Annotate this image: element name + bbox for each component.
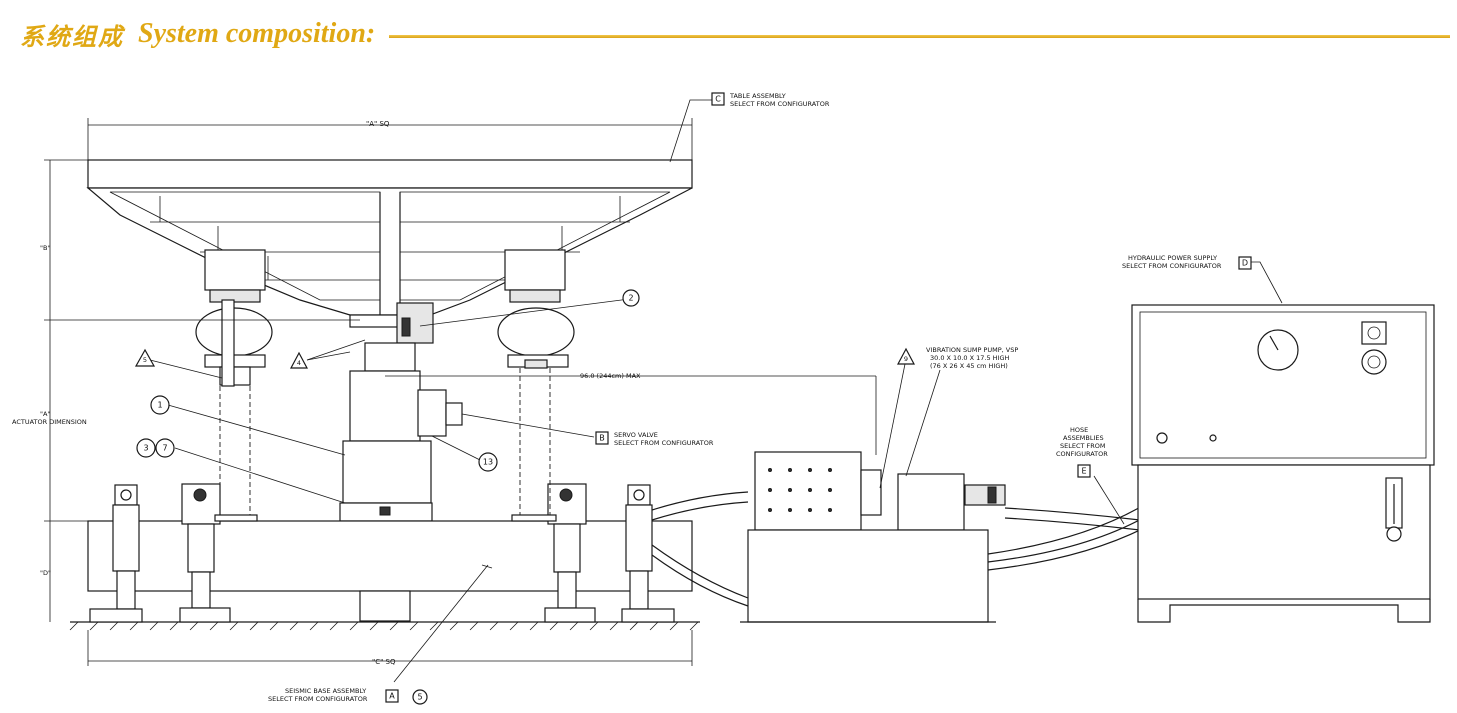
balloon-5: 5 bbox=[143, 356, 147, 364]
support-posts bbox=[214, 368, 557, 522]
seismic-label: SEISMIC BASE ASSEMBLY bbox=[285, 687, 366, 695]
vibration-sump-pump bbox=[740, 451, 1006, 623]
dim-a-sq-label: "A" SQ bbox=[366, 120, 390, 128]
tag-a: A bbox=[389, 692, 395, 701]
ground-hatch bbox=[69, 621, 699, 631]
jack-right-inner bbox=[544, 483, 596, 623]
hose-label-1: HOSE bbox=[1070, 426, 1088, 434]
balloon-4: 4 bbox=[297, 359, 301, 367]
vsp-size-cm: (76 X 26 X 45 cm HIGH) bbox=[930, 362, 1008, 370]
vsp-size: 30.0 X 10.0 X 17.5 HIGH bbox=[930, 354, 1009, 362]
seismic-sub: SELECT FROM CONFIGURATOR bbox=[268, 695, 368, 703]
hose-label-3: SELECT FROM bbox=[1060, 442, 1106, 450]
title-rule bbox=[389, 34, 1450, 38]
callout-seismic-base: SEISMIC BASE ASSEMBLY SELECT FROM CONFIG… bbox=[268, 687, 428, 705]
balloon-2: 2 bbox=[628, 294, 633, 303]
dim-actuator-label: ACTUATOR DIMENSION bbox=[12, 418, 87, 426]
air-spring-left bbox=[195, 299, 273, 387]
leader-lines bbox=[149, 99, 1283, 683]
jack-left-outer bbox=[89, 484, 143, 623]
title-bar: 系统组成 System composition: bbox=[20, 14, 1450, 54]
jack-left-inner bbox=[179, 483, 231, 623]
hps-sub: SELECT FROM CONFIGURATOR bbox=[1122, 262, 1222, 270]
balloon-3: 3 bbox=[143, 444, 148, 453]
title-english: System composition: bbox=[138, 18, 376, 49]
balloon-7: 7 bbox=[162, 444, 167, 453]
tag-d: D bbox=[1242, 259, 1248, 268]
servo-valve-sub: SELECT FROM CONFIGURATOR bbox=[614, 439, 714, 447]
hps-label: HYDRAULIC POWER SUPPLY bbox=[1128, 254, 1217, 262]
tag-e: E bbox=[1081, 467, 1086, 476]
table-assembly-sub: SELECT FROM CONFIGURATOR bbox=[730, 100, 830, 108]
hose-label-4: CONFIGURATOR bbox=[1056, 450, 1108, 458]
callout-hps: HYDRAULIC POWER SUPPLY SELECT FROM CONFI… bbox=[1122, 254, 1252, 270]
servo-valve-label: SERVO VALVE bbox=[614, 431, 658, 439]
balloon-9: 9 bbox=[904, 355, 908, 363]
dim-b-label: "B" bbox=[40, 244, 50, 252]
balloon-5-base: 5 bbox=[417, 693, 422, 702]
balloons: 2 1 3 7 13 4 5 9 bbox=[134, 289, 915, 472]
hydraulic-power-supply bbox=[1131, 304, 1435, 623]
callout-servo-valve: B SERVO VALVE SELECT FROM CONFIGURATOR bbox=[595, 431, 714, 447]
callout-hose: HOSE ASSEMBLIES SELECT FROM CONFIGURATOR… bbox=[1056, 426, 1108, 478]
jack-right-outer bbox=[621, 484, 675, 623]
max-length-label: 96.0 (244cm) MAX bbox=[580, 372, 641, 380]
callout-table-assembly: C TABLE ASSEMBLY SELECT FROM CONFIGURATO… bbox=[711, 92, 830, 108]
vsp-label: VIBRATION SUMP PUMP, VSP bbox=[926, 346, 1018, 354]
balloon-13: 13 bbox=[483, 458, 493, 467]
balloon-1: 1 bbox=[157, 401, 162, 410]
dim-d-label: "D" bbox=[40, 569, 51, 577]
title-chinese: 系统组成 bbox=[20, 21, 124, 51]
tag-c: C bbox=[715, 95, 721, 104]
dim-actuator-a-label: "A" bbox=[40, 410, 50, 418]
pump-vent-holes bbox=[768, 468, 832, 512]
seismic-base bbox=[69, 520, 700, 631]
tag-b: B bbox=[599, 434, 605, 443]
table-assembly bbox=[86, 159, 693, 344]
dimension-lines bbox=[44, 118, 877, 666]
air-spring-right bbox=[497, 307, 575, 369]
dim-c-sq-label: "C" SQ bbox=[372, 658, 396, 666]
hose-label-2: ASSEMBLIES bbox=[1063, 434, 1104, 442]
tag-box bbox=[711, 92, 725, 106]
callout-vsp: VIBRATION SUMP PUMP, VSP 30.0 X 10.0 X 1… bbox=[926, 346, 1018, 370]
table-assembly-label: TABLE ASSEMBLY bbox=[729, 92, 786, 100]
actuator bbox=[339, 342, 463, 522]
